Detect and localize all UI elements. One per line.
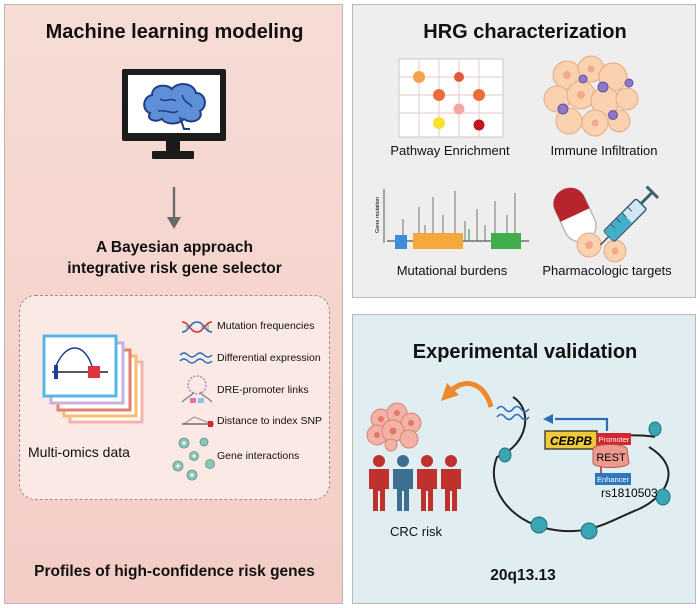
person-1: [369, 455, 389, 511]
feature-label-2: Differential expression: [217, 352, 321, 364]
selector-line-2: integrative risk gene selector: [67, 260, 282, 277]
feature-label-4: Distance to index SNP: [217, 415, 323, 427]
validation-panel-title: Experimental validation: [412, 341, 638, 363]
nucleosome-icon: [498, 421, 671, 540]
mrna-wave-icon: [496, 405, 530, 421]
chromatin-loop-icon: [181, 375, 213, 403]
multiomics-label: Multi-omics data: [28, 444, 130, 460]
dot-plot-icon: [398, 58, 504, 138]
selector-line-1: A Bayesian approach: [95, 239, 254, 256]
locus-label: 20q13.13: [490, 567, 556, 584]
tumor-cluster-icon: [366, 402, 422, 452]
gene-label: CEBPB: [550, 434, 592, 448]
multiomics-box: Multi-omics data Mutation frequencies Di…: [19, 295, 330, 500]
hrg-panel-title: HRG characterization: [423, 21, 627, 43]
hrg-item-label-4: Pharmacologic targets: [542, 263, 672, 278]
rest-label: REST: [596, 452, 626, 464]
promoter-label: Promoter: [599, 435, 630, 444]
crc-risk-label: CRC risk: [390, 524, 442, 539]
hrg-item-label-1: Pathway Enrichment: [390, 143, 510, 158]
people-group-icon: [369, 455, 461, 511]
ml-panel-footer: Profiles of high-confidence risk genes: [34, 563, 315, 580]
experimental-validation-panel: Experimental validation CRC risk: [352, 314, 696, 604]
enhancer-label: Enhancer: [597, 475, 630, 484]
curved-arrow-icon: [441, 381, 494, 408]
ml-panel-title: Machine learning modeling: [45, 21, 304, 43]
hrg-item-label-2: Immune Infiltration: [550, 143, 658, 158]
monitor-brain-icon: [122, 69, 226, 159]
wave-lines-icon: [179, 352, 213, 364]
selector-text: A Bayesian approach integrative risk gen…: [5, 237, 344, 279]
feature-label-3: DRE-promoter links: [217, 384, 309, 396]
gene-mutation-axis-label: Gene mutation: [375, 197, 381, 233]
snp-distance-icon: [182, 416, 214, 427]
machine-learning-panel: Machine learning modeling A Bayesian app…: [4, 4, 343, 604]
snp-label: rs1810503: [601, 486, 658, 500]
stacked-data-cards-icon: [42, 334, 144, 424]
immune-cells-icon: [543, 55, 639, 137]
down-arrow-icon: [167, 187, 181, 229]
mutation-lollipop-icon: Gene mutation: [375, 189, 529, 249]
feature-label-5: Gene interactions: [217, 450, 300, 462]
pill-syringe-icon: [553, 185, 660, 263]
chromatin-diagram: CEBPB Promoter REST Enhancer rs1810503: [492, 396, 671, 540]
hrg-item-label-3: Mutational burdens: [396, 263, 508, 278]
feature-label-1: Mutation frequencies: [217, 320, 315, 332]
dna-helix-icon: [181, 321, 213, 333]
interaction-network-icon: [172, 437, 215, 481]
hrg-characterization-panel: HRG characterization Pathway Enrichment …: [352, 4, 696, 298]
